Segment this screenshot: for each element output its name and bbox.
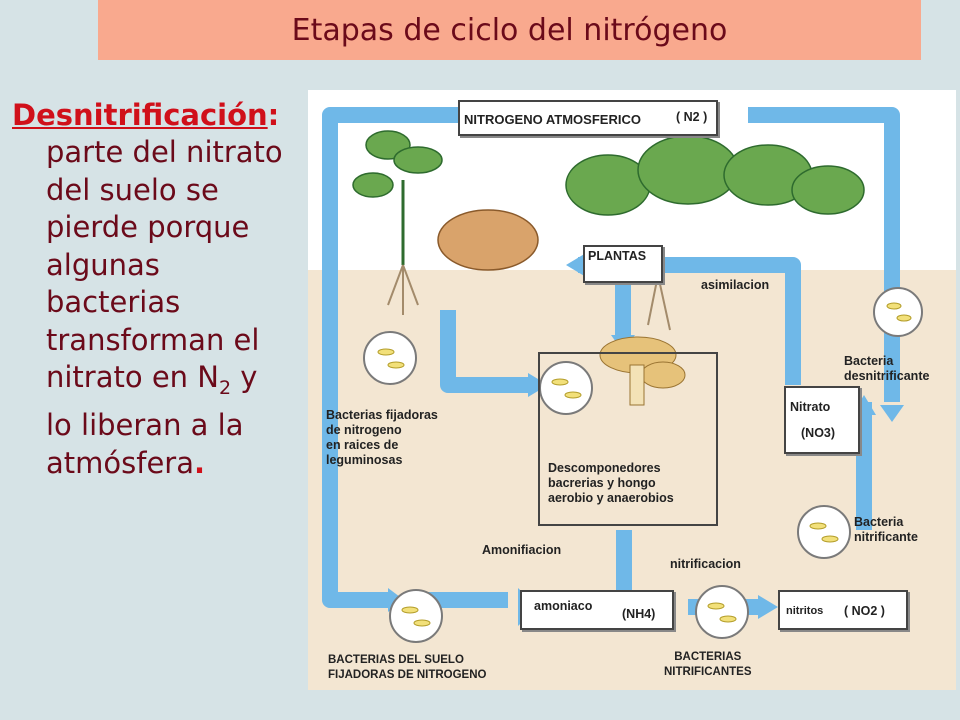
atmosphere-label: NITROGENO ATMOSFERICO [464,112,641,127]
term-colon: : [267,98,280,132]
descomponedores-box [538,352,718,526]
definition-text: Desnitrificación: parte del nitrato del … [12,98,312,482]
descomponedores-label: Descomponedores bacrerias y hongo aerobi… [548,461,674,505]
slide-title: Etapas de ciclo del nitrógeno [291,12,728,48]
bacterias-fijadoras-label: Bacterias fijadoras de nitrogeno en raic… [326,408,438,467]
amoniaco-box [520,590,674,630]
no3-label: (NO3) [801,426,836,440]
bacteria-nitrificante-label: Bacteria nitrificante [854,515,918,544]
bacterias-suelo-label: BACTERIAS DEL SUELO FIJADORAS DE NITROGE… [328,654,487,681]
term-heading: Desnitrificación [12,98,268,132]
nitrato-box [784,386,860,454]
n2-label: ( N2 ) [676,110,708,124]
period: . [194,445,206,480]
desc-part-2: y lo liberan a la atmósfera [46,360,258,480]
nh4-label: (NH4) [622,607,656,621]
no2-label: ( NO2 ) [844,604,885,618]
atmosphere-box [458,100,718,136]
amoniaco-label: amoniaco [534,599,593,613]
nitrogen-cycle-diagram: NITROGENO ATMOSFERICO ( N2 ) PLANTAS asi… [308,90,956,690]
subscript-2: 2 [218,376,232,399]
desc-part-1: parte del nitrato del suelo se pierde po… [46,135,283,394]
plantas-box [583,245,663,283]
title-bar: Etapas de ciclo del nitrógeno [98,0,921,60]
bacterias-nitrificantes-label: BACTERIAS NITRIFICANTES [664,651,752,678]
nitrato-label: Nitrato [790,400,831,414]
plantas-label: PLANTAS [588,249,647,263]
bacteria-desnitrificante-label: Bacteria desnitrificante [844,354,930,383]
asimilacion-label: asimilacion [701,278,770,292]
amonificacion-label: Amonifiacion [482,543,562,557]
nitritos-box [778,590,908,630]
definition-body: parte del nitrato del suelo se pierde po… [46,134,312,482]
nitritos-label: nitritos [786,605,824,617]
nitrificacion-label: nitrificacion [670,557,741,571]
